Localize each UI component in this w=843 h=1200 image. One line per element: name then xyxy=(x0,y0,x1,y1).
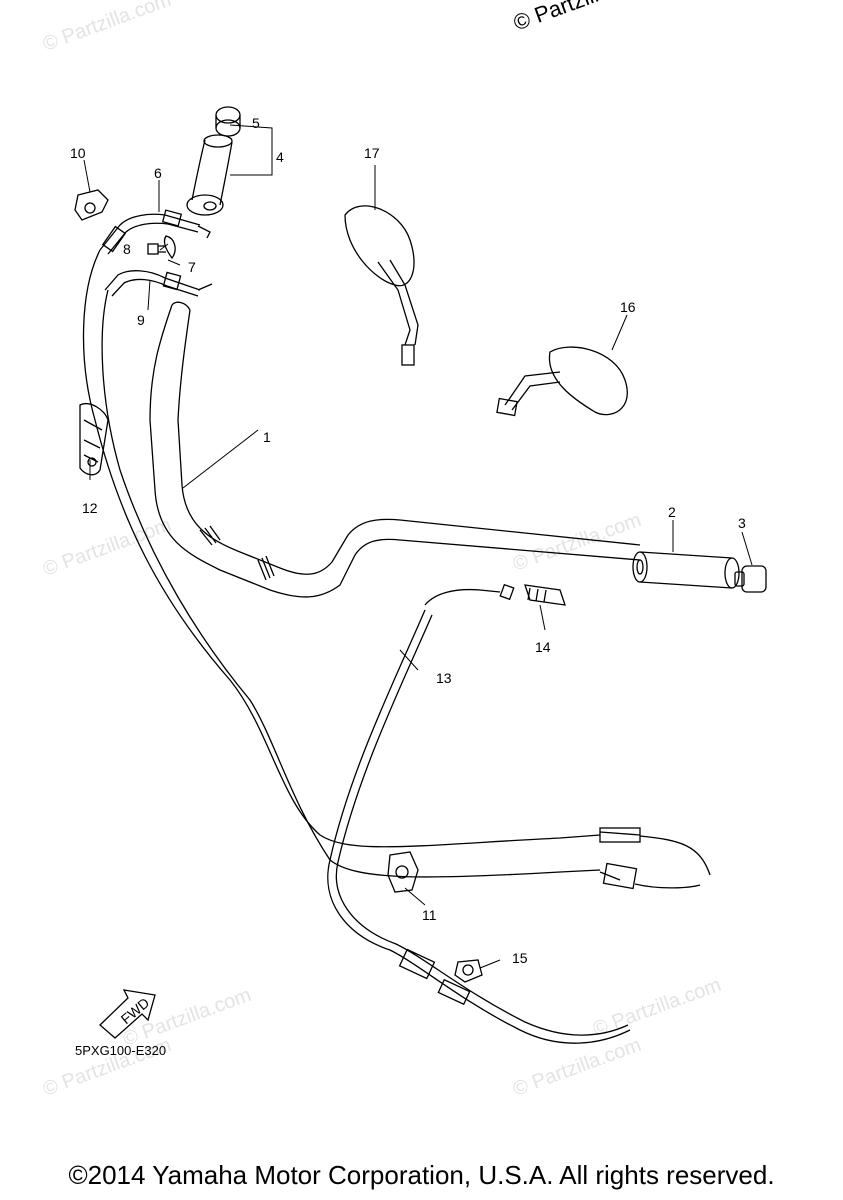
callout-4: 4 xyxy=(276,149,284,165)
mirror-left xyxy=(344,205,419,366)
callout-12: 12 xyxy=(82,500,98,516)
callout-1: 1 xyxy=(263,429,271,445)
callout-3: 3 xyxy=(738,515,746,531)
bolt-and-clamp xyxy=(147,235,176,260)
callout-9: 9 xyxy=(137,312,145,328)
callout-16: 16 xyxy=(620,299,636,315)
throttle-cable-9 xyxy=(104,270,213,297)
copyright-notice: ©2014 Yamaha Motor Corporation, U.S.A. A… xyxy=(68,1160,775,1190)
clutch-cable xyxy=(327,588,631,1044)
callout-7: 7 xyxy=(188,259,196,275)
callout-5: 5 xyxy=(252,115,260,131)
diagram-code: 5PXG100-E320 xyxy=(75,1043,167,1058)
mirror-right xyxy=(496,346,628,417)
callout-labels: 1 2 3 4 5 6 7 8 9 10 11 12 13 14 15 16 1… xyxy=(70,115,746,966)
callout-17: 17 xyxy=(364,145,380,161)
callout-8: 8 xyxy=(123,241,131,257)
cable-adjuster xyxy=(499,583,566,606)
callout-15: 15 xyxy=(512,950,528,966)
throttle-cable-6 xyxy=(99,209,211,255)
callout-13: 13 xyxy=(436,670,452,686)
cable-clamp-10 xyxy=(74,189,109,221)
throttle-grip xyxy=(186,106,241,216)
callout-6: 6 xyxy=(154,165,162,181)
callout-11: 11 xyxy=(422,907,437,923)
callout-14: 14 xyxy=(535,639,551,655)
callout-10: 10 xyxy=(70,145,86,161)
bar-end xyxy=(734,565,767,593)
cable-clamp-11 xyxy=(387,851,419,893)
fwd-arrow: FWD xyxy=(99,989,156,1039)
handlebar xyxy=(149,301,641,598)
cable-clamp-15 xyxy=(454,959,483,983)
throttle-cables xyxy=(82,249,711,890)
grip xyxy=(632,551,740,589)
callout-2: 2 xyxy=(668,504,676,520)
leader-lines xyxy=(83,124,753,969)
